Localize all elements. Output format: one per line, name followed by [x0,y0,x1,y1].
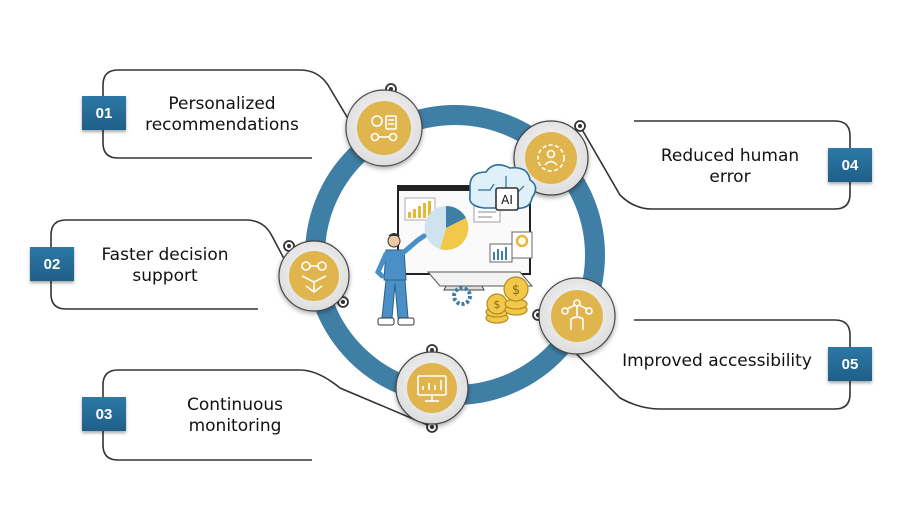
user-profile-icon [370,115,398,142]
central-illustration: AI $ $ [375,164,537,326]
icon-disc-04 [513,120,589,196]
connector-lines [50,69,851,461]
hand-network-icon [561,299,593,330]
coin-stack [485,276,529,324]
svg-text:$: $ [512,283,520,298]
icon-disc-02 [278,240,350,312]
label-personalized-recommendations: Personalized recommendations [145,94,299,135]
pie-chart-light [424,206,446,249]
person-figure [375,233,427,326]
label-reduced-human-error: Reduced human error [660,146,800,187]
badge-02: 02 [30,247,74,281]
badge-04: 04 [828,148,872,182]
icon-disc-01 [345,89,423,167]
label-continuous-monitoring: Continuous monitoring [186,395,283,436]
monitor-chart-icon [417,375,447,402]
pie-chart-blue [446,205,466,228]
pie-chart-yellow [440,218,469,250]
badge-05: 05 [828,347,872,381]
mini-bar-chart [408,201,431,218]
icon-disc-03 [395,351,469,425]
badge-03: 03 [82,397,126,431]
svg-text:$: $ [494,298,501,311]
ai-chip-label: AI [501,193,513,207]
icon-disc-05 [538,277,616,355]
network-check-icon [301,261,327,293]
badge-01: 01 [82,96,126,130]
label-improved-accessibility: Improved accessibility [622,351,812,371]
label-faster-decision-support: Faster decision support [101,245,229,286]
gear-person-icon [537,144,565,172]
